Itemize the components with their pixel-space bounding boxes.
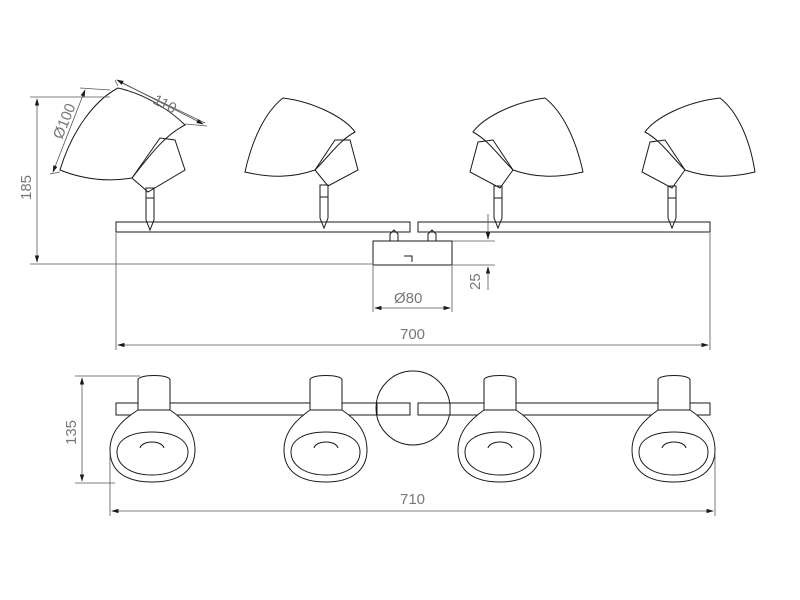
top-head-1 <box>109 375 196 483</box>
dim-canopy-diameter: Ø80 <box>372 266 453 312</box>
dim-canopy-height: 25 <box>452 214 495 290</box>
dim-head-diameter: Ø100 <box>49 87 111 175</box>
top-head-3 <box>457 375 542 483</box>
dim-bar-length: 700 <box>115 233 711 350</box>
label-head-diameter: Ø100 <box>50 101 80 141</box>
top-bar <box>115 402 711 416</box>
dim-total-height: 185 <box>18 96 372 265</box>
top-view: 135 710 <box>63 370 716 516</box>
label-head-length: 110 <box>150 91 179 117</box>
side-head-2 <box>244 97 359 230</box>
top-head-2 <box>283 375 368 483</box>
label-canopy-diameter: Ø80 <box>394 290 422 307</box>
side-head-4 <box>641 97 756 230</box>
side-view: 110 Ø100 185 25 Ø80 <box>18 79 756 350</box>
label-total-height: 185 <box>18 175 35 200</box>
side-bar <box>115 221 711 233</box>
side-canopy <box>372 229 453 266</box>
label-depth: 135 <box>63 420 80 445</box>
label-bar-length: 700 <box>400 326 425 343</box>
label-canopy-height: 25 <box>467 273 484 290</box>
dim-depth: 135 <box>63 375 140 484</box>
dim-head-length: 110 <box>114 79 208 127</box>
top-head-4 <box>631 375 716 483</box>
dim-total-length: 710 <box>109 455 716 516</box>
label-total-length: 710 <box>400 491 425 508</box>
side-head-3 <box>469 97 584 230</box>
